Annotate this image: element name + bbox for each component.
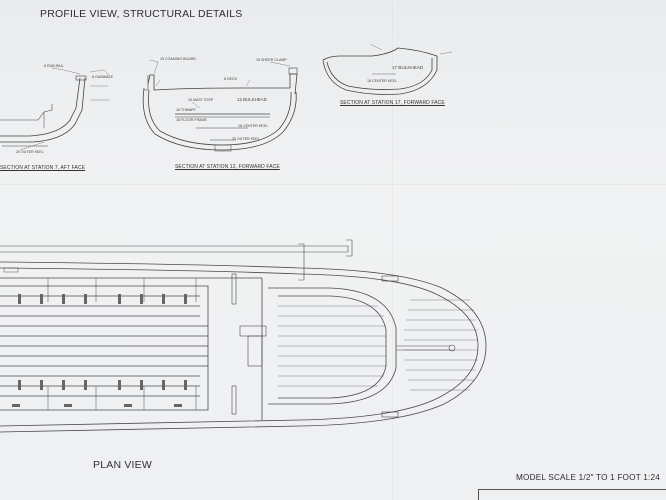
station-17-sheer	[322, 47, 438, 61]
label-bulkhead-12: 12 BULKHEAD	[237, 97, 267, 102]
hull-plan-outline	[0, 261, 487, 433]
station-12-sheer	[147, 73, 298, 95]
plan-view-title: PLAN VIEW	[93, 459, 152, 471]
cockpit-coaming	[268, 287, 397, 405]
label-rub-rail: 8 RUB RAIL	[44, 64, 64, 68]
fitting-marks	[12, 294, 187, 407]
station-12-caption: SECTION AT STATION 12, FORWARD FACE	[175, 164, 280, 170]
paper-fold-horizontal	[0, 184, 666, 186]
station-12-hull-outline	[142, 87, 297, 151]
label-centerline-17: 18 CENTER KEEL	[367, 79, 397, 83]
title-block-frame	[478, 489, 666, 500]
label-sheer-clamp: 15 SHEER CLAMP	[256, 58, 287, 62]
plan-view-drawing	[0, 239, 487, 433]
station-7-hull-outline	[0, 77, 81, 137]
station-17-caption: SECTION AT STATION 17, FORWARD FACE	[340, 100, 445, 106]
profile-view-title: PROFILE VIEW, STRUCTURAL DETAILS	[40, 8, 243, 20]
model-scale-label: MODEL SCALE 1/2" TO 1 FOOT 1:24	[516, 473, 660, 482]
station-17-hull-inner	[326, 58, 433, 90]
label-deck: 8 DECK	[224, 77, 237, 81]
label-floor-frame: 16 FLOOR FRAME	[176, 118, 207, 122]
label-bulkhead-17: 17 BULKHEAD	[392, 65, 424, 70]
label-outer-keel-7: 20 OUTER KEEL	[16, 150, 44, 154]
label-keel-bottom-12: 20 OUTER KEEL	[232, 137, 260, 141]
label-coaming-board: 15 COAMING BOARD	[160, 57, 196, 61]
label-thwart: 16 THWART	[176, 108, 197, 112]
station-7-caption: SECTION AT STATION 7, AFT FACE	[0, 165, 86, 171]
label-mast-step: 10 MAST STEP	[188, 98, 214, 102]
label-keel-12: 18 CENTER KEEL	[238, 124, 268, 128]
label-gunwale: 8 GUNWALE	[92, 75, 114, 79]
station-7-hull-inner	[0, 77, 86, 143]
station-12-hull-inner	[148, 89, 292, 146]
station-17-hull-outline	[322, 56, 438, 95]
paper-fold-vertical	[392, 0, 394, 500]
